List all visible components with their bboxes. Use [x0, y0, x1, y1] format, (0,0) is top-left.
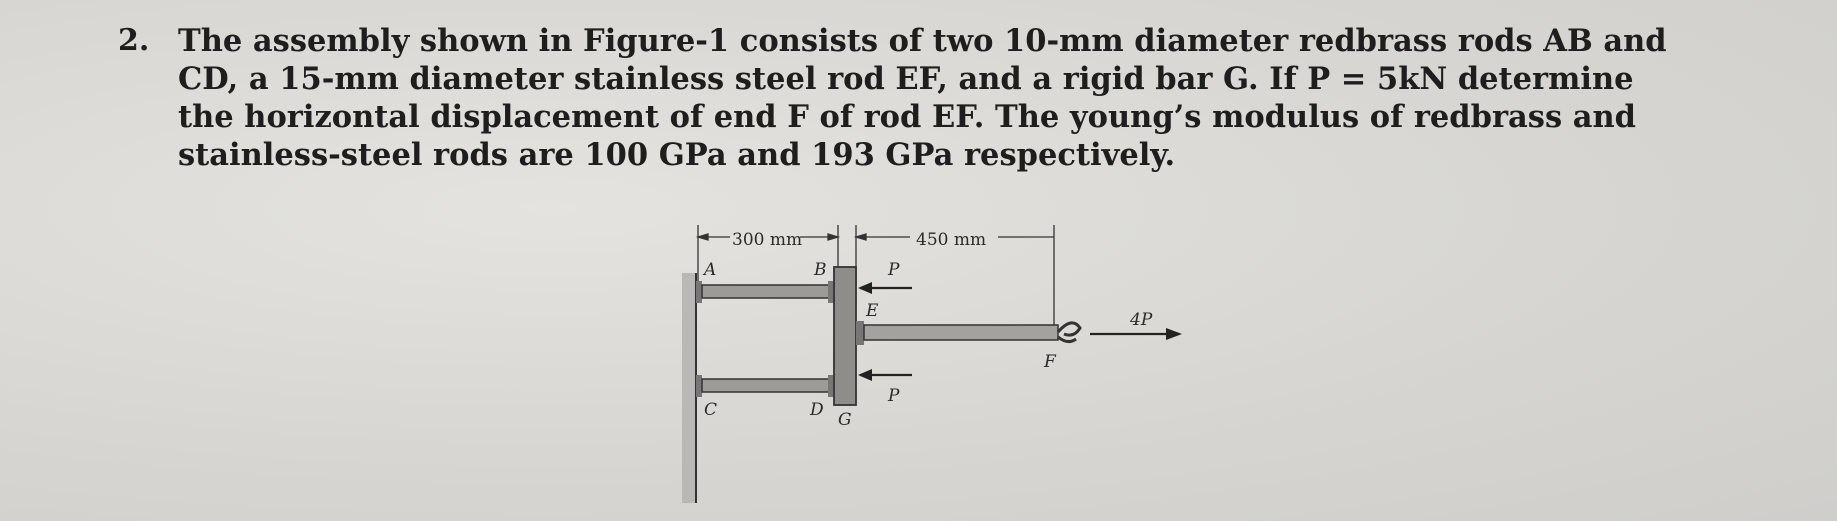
problem-number: 2. — [118, 23, 150, 58]
rod-cd — [696, 375, 834, 397]
wall-support — [682, 273, 697, 503]
dimension-450-label: 450 mm — [916, 230, 986, 250]
dimension-450 — [853, 225, 1055, 333]
force-p-top — [858, 282, 912, 294]
label-p-bottom: P — [887, 386, 900, 406]
label-e: E — [865, 301, 879, 321]
rigid-bar-g — [833, 266, 857, 406]
problem-text: The assembly shown in Figure-1 consists … — [178, 23, 1667, 173]
label-p-top: P — [887, 260, 900, 280]
force-4p — [1090, 328, 1182, 340]
label-b: B — [813, 260, 827, 280]
rod-ef — [856, 321, 1082, 345]
label-g: G — [838, 410, 852, 430]
assembly-diagram: 300 mm 450 mm — [682, 225, 1182, 503]
label-4p: 4P — [1129, 310, 1153, 330]
label-d: D — [809, 400, 824, 420]
label-f: F — [1043, 352, 1057, 372]
dimension-300-label: 300 mm — [732, 230, 802, 250]
rod-ab — [696, 281, 834, 303]
figure-1: 300 mm 450 mm — [660, 225, 1300, 515]
label-a: A — [702, 260, 716, 280]
force-p-bottom — [858, 369, 912, 381]
label-c: C — [704, 400, 717, 420]
